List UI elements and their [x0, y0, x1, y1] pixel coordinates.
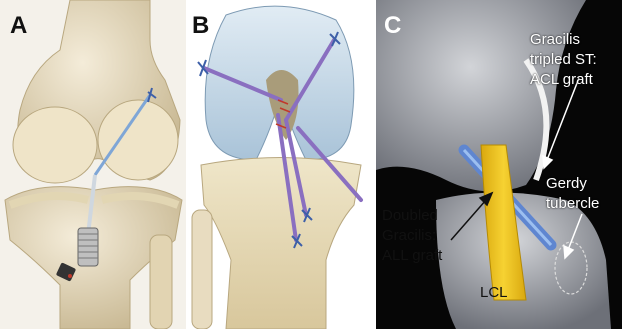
all-graft-label-line: Doubled — [382, 206, 442, 226]
all-graft-label-line: ALL graft — [382, 246, 442, 266]
panel-c: C Gracilis tripled ST: ACL graft Gerdy t… — [376, 0, 622, 329]
acl-graft-label-line: tripled ST: — [530, 50, 597, 70]
gerdy-tubercle-label-line: tubercle — [546, 194, 599, 214]
gerdy-tubercle-label: Gerdy tubercle — [546, 174, 599, 214]
panel-a: A — [0, 0, 186, 329]
panel-label-a: A — [10, 12, 27, 40]
knee-illustration-b — [186, 0, 376, 329]
panel-label-b: B — [192, 12, 209, 40]
panel-label-c: C — [384, 12, 401, 40]
lcl-label: LCL — [480, 283, 508, 303]
all-graft-label: Doubled Gracilis: ALL graft — [382, 206, 442, 266]
acl-graft-label: Gracilis tripled ST: ACL graft — [530, 30, 597, 90]
acl-graft-label-line: Gracilis — [530, 30, 597, 50]
knee-illustration-a — [0, 0, 186, 329]
all-graft-label-line: Gracilis: — [382, 226, 442, 246]
panel-b: B — [186, 0, 376, 329]
gerdy-tubercle-label-line: Gerdy — [546, 174, 599, 194]
acl-graft-label-line: ACL graft — [530, 70, 597, 90]
